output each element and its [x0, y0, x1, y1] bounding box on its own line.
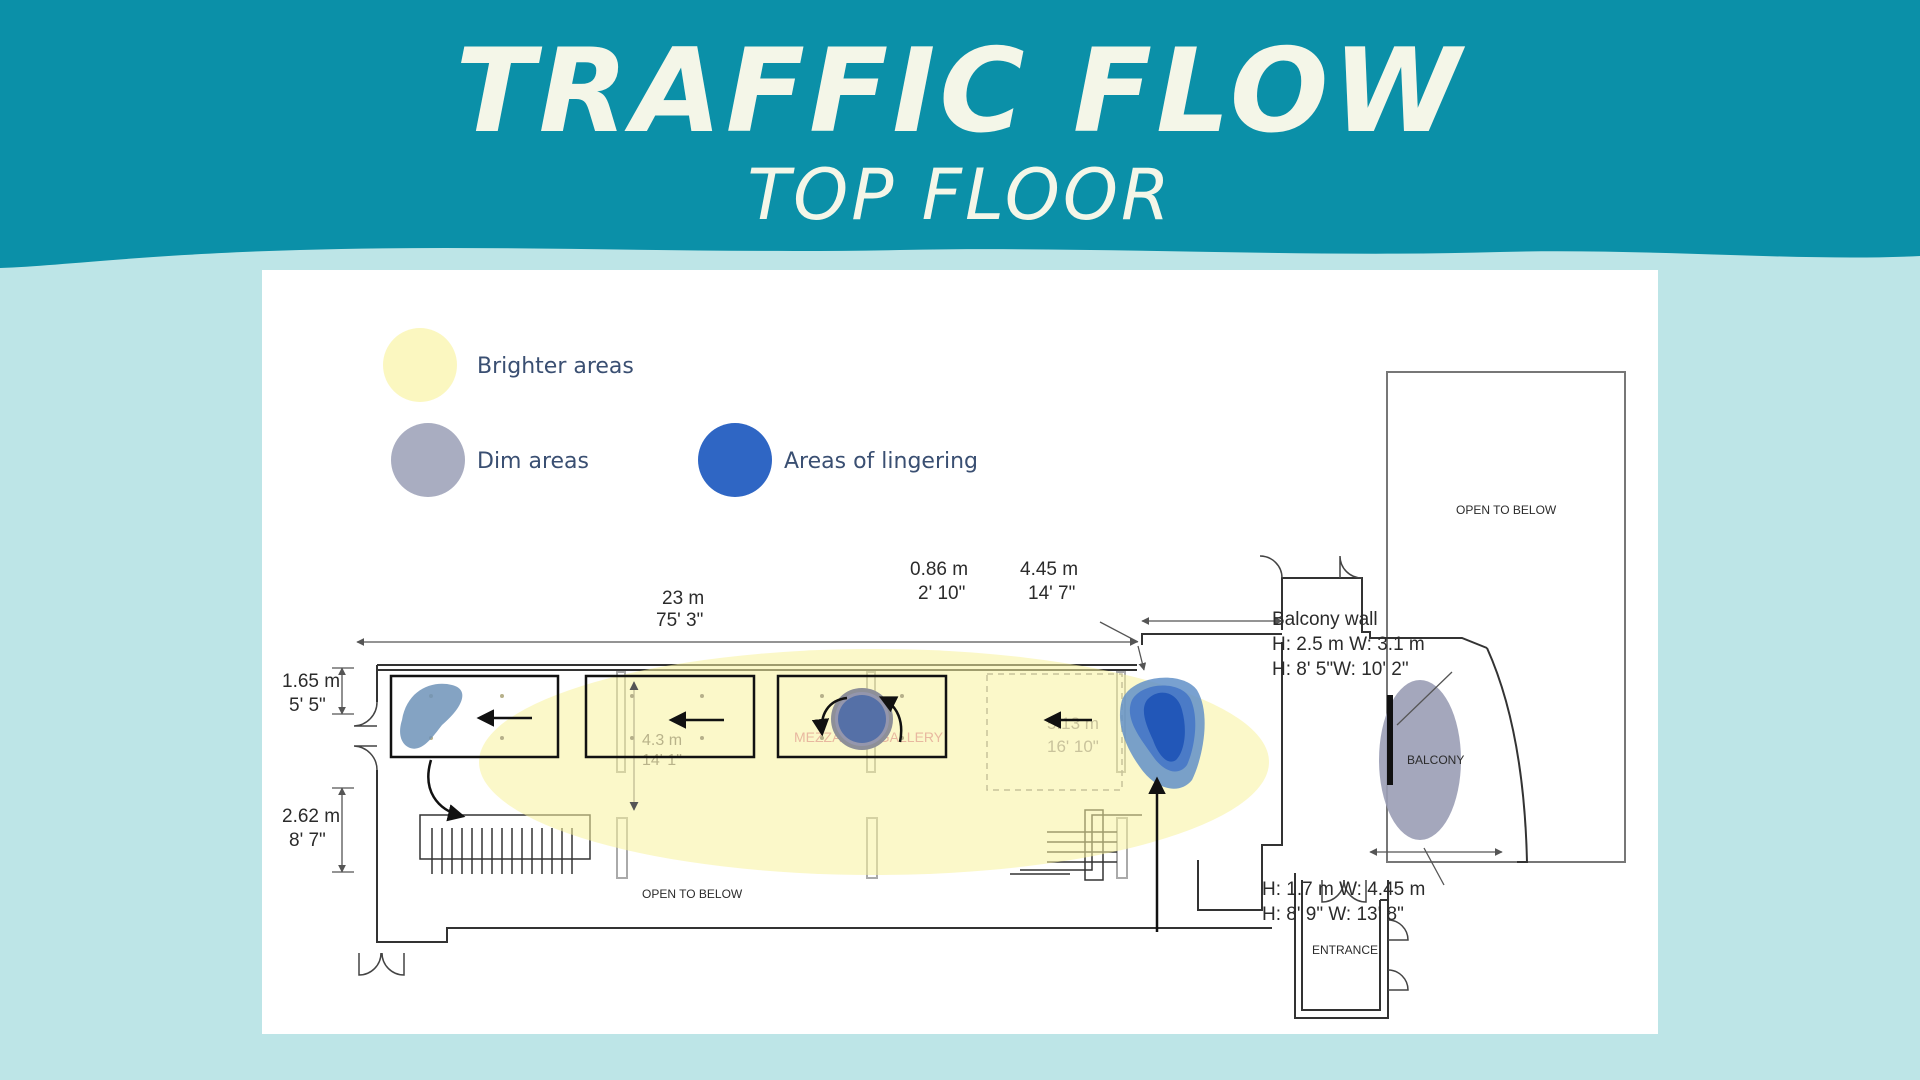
brighter-area-zone — [479, 649, 1269, 875]
header-banner: TRAFFIC FLOW TOP FLOOR — [0, 0, 1920, 280]
legend-lingering-swatch — [698, 423, 772, 497]
balcony-wall-size-m: H: 2.5 m W: 3.1 m — [1272, 634, 1425, 655]
floor-plan-diagram: Brighter areas Dim areas Areas of linger… — [282, 328, 1626, 1019]
balcony-wall-bar — [1387, 695, 1393, 785]
dim-left-top-m: 1.65 m — [282, 671, 340, 692]
display-case-3 — [776, 674, 948, 759]
doors — [353, 555, 1409, 991]
balcony-size-m: H: 1.7 m W: 4.45 m — [1262, 879, 1425, 900]
balcony-wall-size-ft: H: 8' 5"W: 10' 2" — [1272, 659, 1409, 680]
dimension-lines — [332, 617, 1503, 886]
legend-lingering-label: Areas of lingering — [784, 449, 978, 474]
dim-length-ft: 75' 3" — [656, 610, 703, 631]
floor-plan-card: Brighter areas Dim areas Areas of linger… — [262, 270, 1658, 1034]
legend-dim-swatch — [391, 423, 465, 497]
page-title: TRAFFIC FLOW — [455, 24, 1465, 159]
dim-right-ft: 14' 7" — [1028, 583, 1075, 604]
dim-gap-ft: 2' 10" — [918, 583, 965, 604]
display-case-2 — [584, 674, 756, 759]
stairs-left — [419, 814, 591, 874]
lingering-area-left — [400, 683, 463, 749]
header-wave-band — [0, 0, 1920, 268]
inner-width-ft: 16' 10" — [1047, 737, 1099, 756]
dim-area-balcony — [1379, 680, 1461, 840]
dim-gap-m: 0.86 m — [910, 559, 968, 580]
inner-depth-ft: 14' 1" — [642, 752, 682, 769]
dim-left-bottom-ft: 8' 7" — [289, 830, 326, 851]
flow-arrows — [427, 696, 1166, 932]
balcony-label: BALCONY — [1407, 753, 1464, 767]
legend-dim-label: Dim areas — [477, 449, 589, 474]
open-to-below-area — [1386, 371, 1626, 863]
inner-width-m: 5.13 m — [1047, 714, 1099, 733]
legend-bright-swatch — [383, 328, 457, 402]
display-cases — [389, 674, 948, 759]
balcony-size-ft: H: 8' 9" W: 13' 8" — [1262, 904, 1404, 925]
page-subtitle: TOP FLOOR — [747, 154, 1173, 236]
dim-length-m: 23 m — [662, 588, 704, 609]
dim-left-bottom-m: 2.62 m — [282, 806, 340, 827]
open-to-below-label: OPEN TO BELOW — [1456, 503, 1557, 517]
display-case-1 — [389, 674, 560, 759]
legend: Brighter areas Dim areas Areas of linger… — [383, 328, 978, 497]
lingering-area-center — [838, 695, 886, 743]
open-to-below-bottom-label: OPEN TO BELOW — [642, 887, 743, 901]
entrance-label: ENTRANCE — [1312, 943, 1378, 957]
inner-depth-m: 4.3 m — [642, 732, 682, 749]
dim-right-m: 4.45 m — [1020, 559, 1078, 580]
balcony-wall-title: Balcony wall — [1272, 609, 1378, 630]
legend-bright-label: Brighter areas — [477, 354, 634, 379]
faded-inner-dimensions — [629, 673, 1123, 811]
lingering-area-right-core — [1143, 692, 1185, 762]
dim-left-top-ft: 5' 5" — [289, 695, 326, 716]
